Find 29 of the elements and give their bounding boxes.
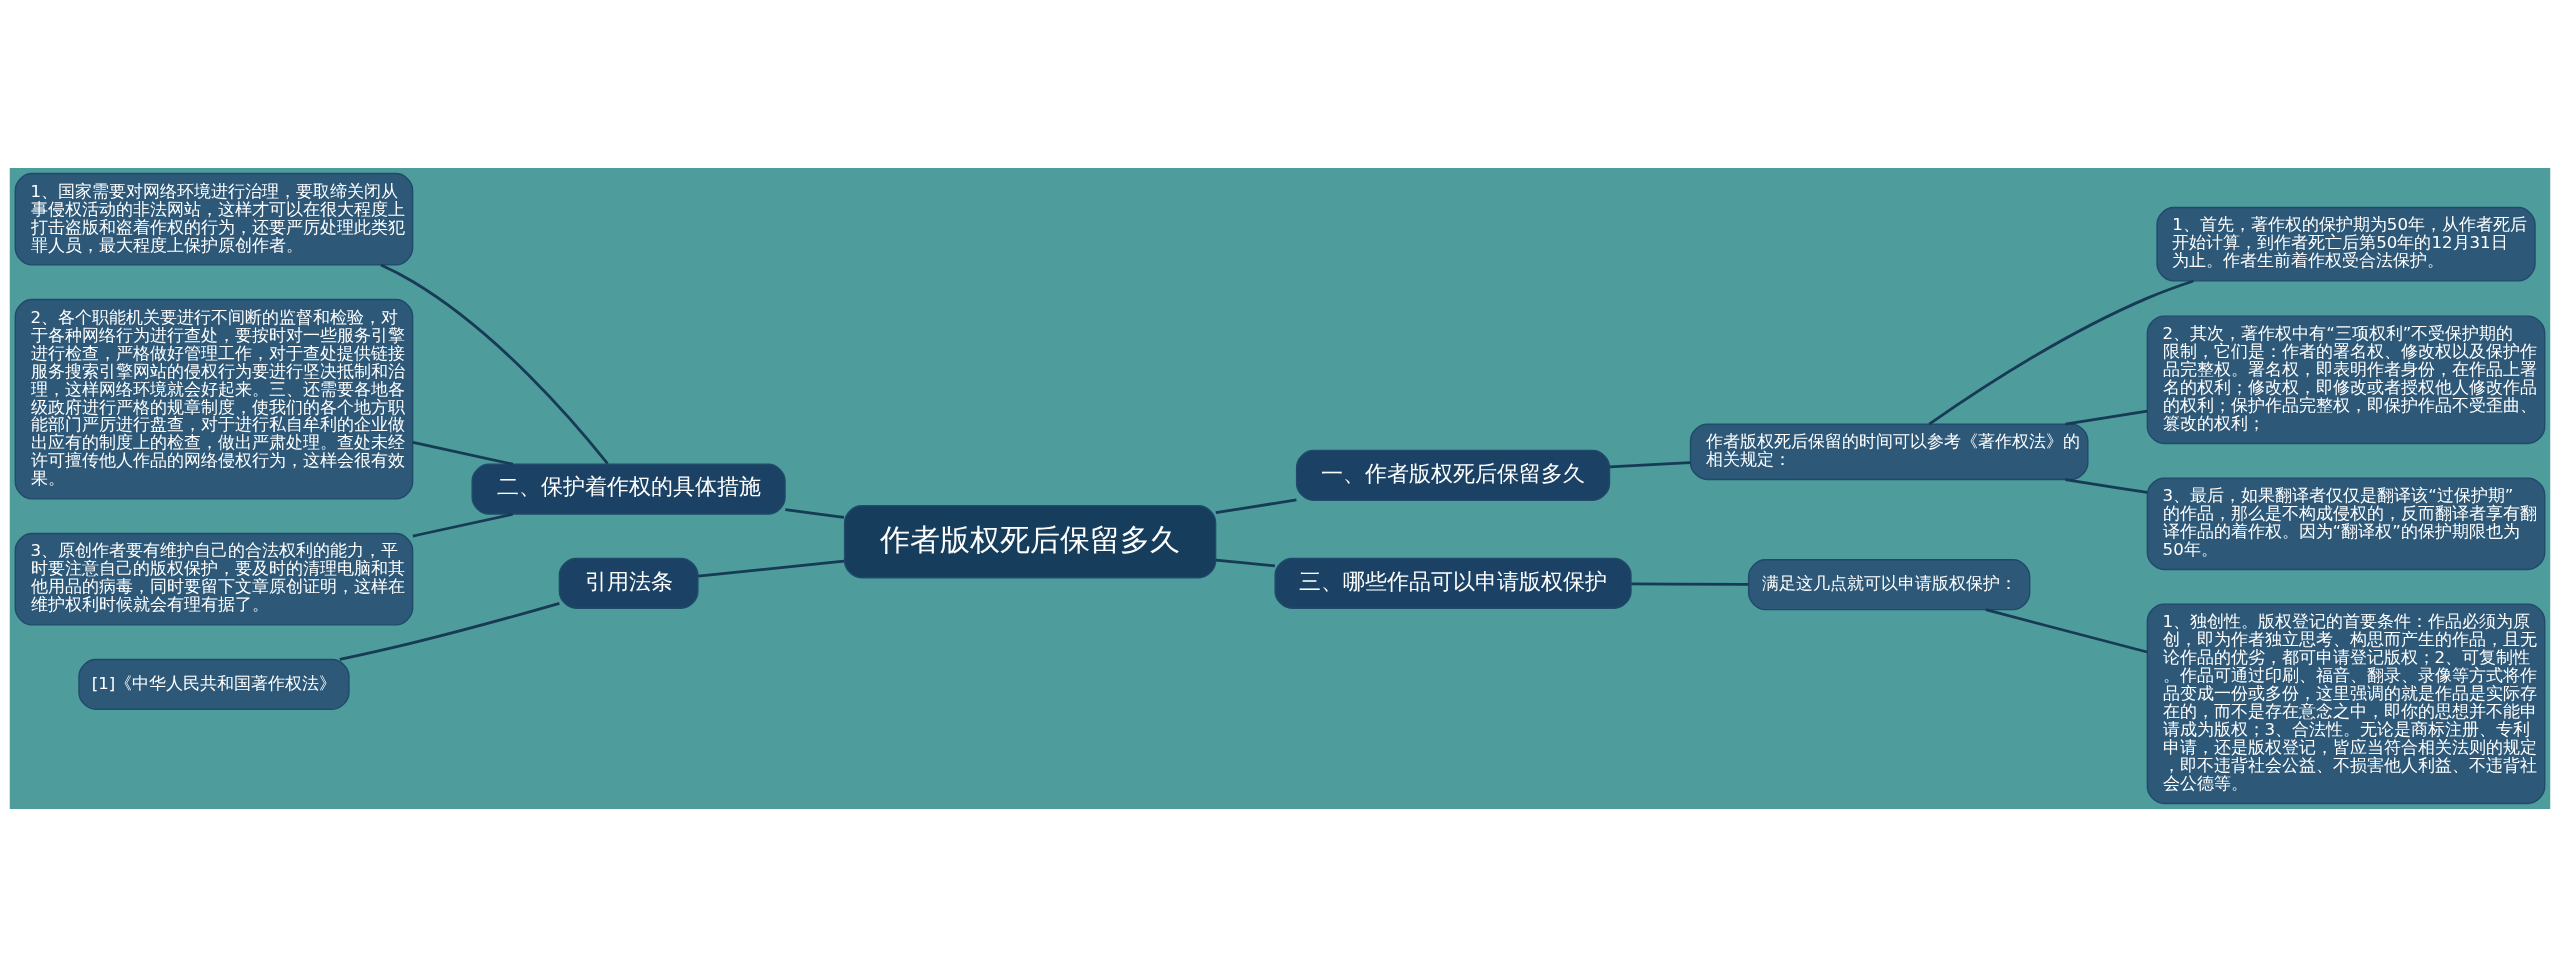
node-box: [1]《中华人民共和国著作权法》 xyxy=(78,658,350,710)
connector xyxy=(1609,460,1691,468)
connector xyxy=(412,512,514,537)
node-box: 2、其次，著作权中有“三项权利”不受保护期的限制，它们是：作者的署名权、修改权以及保护作品完整权。署名权，即表明作者身份，在作品上署名的权利；修改权，即修改或者授权他人修改作品的权利；保护作品完整权，即保护作品不受歪曲、篡改的权利； xyxy=(2146,314,2546,444)
node-box: 二、保护着作权的具体措施 xyxy=(471,463,786,515)
node-box: 引用法条 xyxy=(558,557,699,609)
connector xyxy=(697,559,845,578)
node-box: 1、首先，著作权的保护期为50年，从作者死后开始计算，到作者死亡后第50年的12月31日为止。作者生前着作权受合法保护。 xyxy=(2156,206,2536,281)
node-box: 2、各个职能机关要进行不间断的监督和检验，对于各种网络行为进行查处，要按时对一些服务引擎进行检查，严格做好管理工作，对于查处提供链接服务搜索引擎网站的侵权行为要进行坚决抵制和治理，这样网络环境就会好起来。三、还需要各地各级政府进行严格的规章制度，使我们的各个地方职能部门严厉进行盘查，对于进行私自牟利的企业做出应有的制度上的检查，做出严肃处理。查处未经许可擅传他人作品的网络侵权行为，这样会很有效果。 xyxy=(14,298,414,500)
node-box: 1、国家需要对网络环境进行治理，要取缔关闭从事侵权活动的非法网站，这样才可以在很大程度上打击盗版和盗着作权的行为，还要严厉处理此类犯罪人员，最大程度上保护原创作者。 xyxy=(14,172,414,266)
connector xyxy=(339,601,560,661)
connector xyxy=(1985,607,2148,653)
node-box: 作者版权死后保留多久 xyxy=(843,504,1217,578)
node-box: 一、作者版权死后保留多久 xyxy=(1295,449,1611,501)
connector xyxy=(1631,582,1749,586)
connector xyxy=(785,507,845,519)
connector xyxy=(2065,477,2148,494)
connector xyxy=(412,440,514,466)
connector xyxy=(1215,558,1275,567)
connector xyxy=(1928,279,2194,425)
node-box: 三、哪些作品可以申请版权保护 xyxy=(1274,557,1632,609)
node-box: 满足这几点就可以申请版权保护： xyxy=(1747,558,2031,610)
node-box: 1、独创性。版权登记的首要条件：作品必须为原创，即为作者独立思考、构思而产生的作品，且无论作品的优劣，都可申请登记版权；2、可复制性。作品可通过印刷、福音、翻录、录像等方式将作品变成一份或多份，这里强调的就是作品是实际存在的，而不是存在意念之中，即你的思想并不能申请成为版权；3、合法性。无论是商标注册、专利申请，还是版权登记，皆应当符合相关法则的规定，即不违背社会公益、不损害他人利益、不违背社会公德等。 xyxy=(2146,602,2546,804)
connector xyxy=(1215,498,1297,514)
node-box: 3、最后，如果翻译者仅仅是翻译该“过保护期”的作品，那么是不构成侵权的，反而翻译者享有翻译作品的着作权。因为“翻译权”的保护期限也为50年。 xyxy=(2146,476,2546,570)
node-box: 作者版权死后保留的时间可以参考《著作权法》的相关规定： xyxy=(1689,422,2089,480)
connector xyxy=(2065,409,2148,425)
connector xyxy=(380,263,609,464)
node-box: 3、原创作者要有维护自己的合法权利的能力，平时要注意自己的版权保护，要及时的清理电脑和其他用品的病毒，同时要留下文章原创证明，这样在维护权利时候就会有理有据了。 xyxy=(14,532,414,626)
